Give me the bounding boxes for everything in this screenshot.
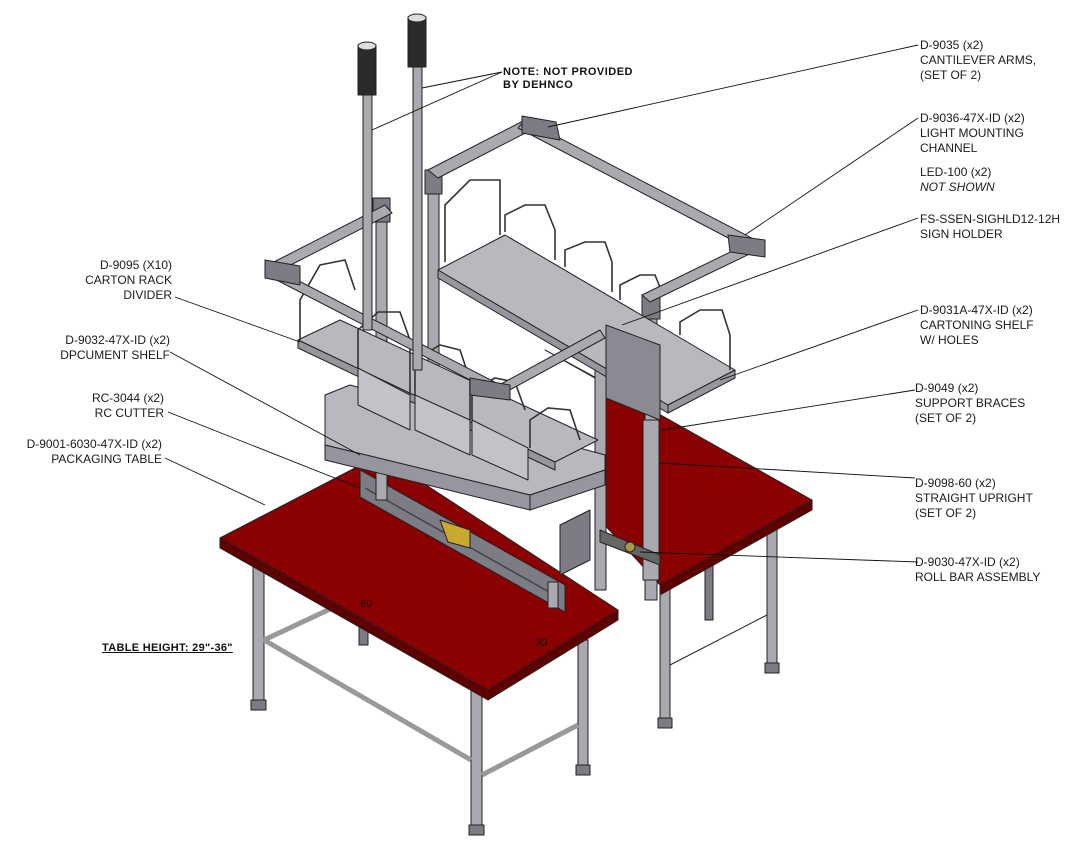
callout-line: D-9049 (x2): [915, 381, 979, 395]
callout-line: PACKAGING TABLE: [51, 452, 162, 466]
right-cantilever-arms: [427, 115, 766, 303]
leader-lines: [164, 44, 919, 563]
callout-line: CHANNEL: [920, 141, 978, 155]
callout-line: STRAIGHT UPRIGHT: [915, 491, 1033, 505]
callout-line: SUPPORT BRACES: [915, 396, 1026, 410]
callout-packaging-table: D-9001-6030-47X-ID (x2) PACKAGING TABLE: [27, 437, 162, 467]
callout-divider: D-9095 (X10) CARTON RACK DIVIDER: [85, 258, 172, 303]
dimension-width: 30: [535, 637, 548, 649]
callout-light-channel: D-9036-47X-ID (x2) LIGHT MOUNTING CHANNE…: [920, 111, 1025, 156]
callout-line: W/ HOLES: [920, 333, 979, 347]
callout-line: D-9095 (X10): [99, 258, 172, 272]
callout-line-italic: NOT SHOWN: [920, 180, 995, 194]
table-height-note: TABLE HEIGHT: 29"-36": [102, 642, 233, 654]
left-carton-rack: [297, 259, 606, 576]
callout-roll-bar: D-9030-47X-ID (x2) ROLL BAR ASSEMBLY: [915, 555, 1040, 585]
callout-line: RC-3044 (x2): [91, 391, 164, 405]
callout-line: (SET OF 2): [915, 411, 977, 425]
light-poles: [357, 13, 427, 371]
left-cantilever-arms: [264, 204, 606, 401]
roll-bar-assembly: [599, 529, 661, 566]
note-line-2: BY DEHNCO: [503, 79, 574, 91]
callout-line: D-9001-6030-47X-ID (x2): [26, 437, 162, 451]
callout-line: CANTILEVER ARMS,: [920, 53, 1037, 67]
callout-line: (SET OF 2): [915, 506, 977, 520]
callout-line: CARTON RACK: [85, 273, 172, 287]
sign-holder: [605, 324, 661, 421]
callout-document-shelf: D-9032-47X-ID (x2) DPCUMENT SHELF: [60, 333, 170, 363]
callout-line: (SET OF 2): [920, 68, 982, 82]
callout-line: D-9098-60 (x2): [915, 476, 996, 490]
rc-cutter-assembly: [359, 469, 566, 613]
callout-line: D-9036-47X-ID (x2): [920, 111, 1025, 125]
callout-line: LED-100 (x2): [920, 165, 992, 179]
callout-sign-holder: FS-SSEN-SIGHLD12-12H SIGN HOLDER: [920, 212, 1060, 242]
callout-line: D-9032-47X-ID (x2): [65, 333, 170, 347]
callout-support-braces: D-9049 (x2) SUPPORT BRACES (SET OF 2): [915, 381, 1025, 426]
callout-line: D-9031A-47X-ID (x2): [920, 303, 1033, 317]
callout-line: SIGN HOLDER: [920, 227, 1003, 241]
callout-line: LIGHT MOUNTING: [920, 126, 1024, 140]
callout-line: FS-SSEN-SIGHLD12-12H: [920, 212, 1061, 226]
left-packaging-table: [219, 454, 619, 836]
dimension-length: 60: [360, 598, 373, 610]
callout-led: LED-100 (x2) NOT SHOWN: [920, 165, 995, 195]
callout-cantilever: D-9035 (x2) CANTILEVER ARMS, (SET OF 2): [920, 38, 1036, 83]
callout-rc-cutter: RC-3044 (x2) RC CUTTER: [92, 391, 164, 421]
callout-line: D-9035 (x2): [920, 38, 984, 52]
callout-line: CARTONING SHELF: [920, 318, 1034, 332]
callout-line: ROLL BAR ASSEMBLY: [915, 570, 1041, 584]
callout-line: DPCUMENT SHELF: [60, 348, 170, 362]
callout-cartoning-shelf: D-9031A-47X-ID (x2) CARTONING SHELF W/ H…: [920, 303, 1034, 348]
note-not-provided: NOTE: NOT PROVIDED BY DEHNCO: [503, 66, 633, 92]
callout-line: D-9030-47X-ID (x2): [915, 555, 1020, 569]
callout-line: DIVIDER: [123, 288, 172, 302]
callout-line: RC CUTTER: [94, 406, 164, 420]
note-line-1: NOTE: NOT PROVIDED: [503, 66, 634, 78]
callout-upright: D-9098-60 (x2) STRAIGHT UPRIGHT (SET OF …: [915, 476, 1033, 521]
